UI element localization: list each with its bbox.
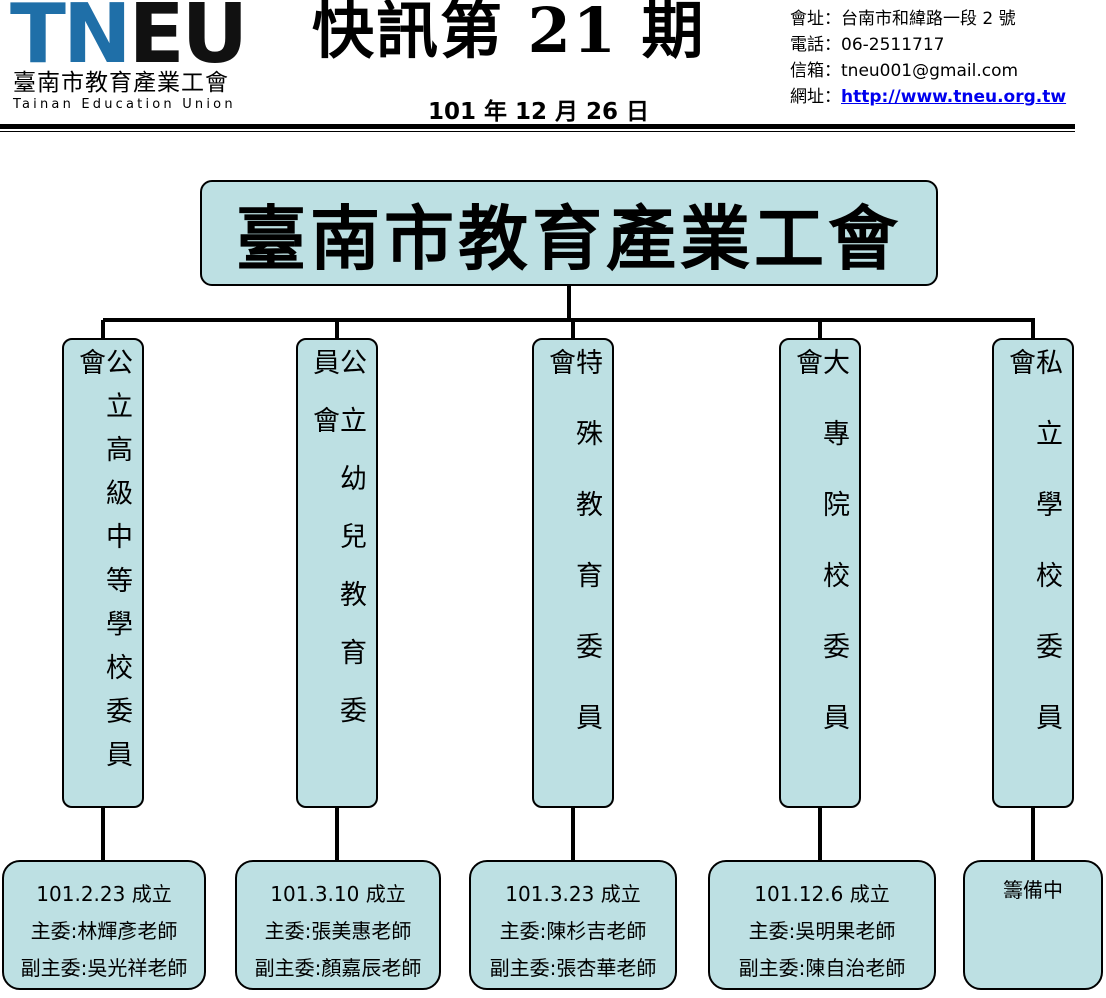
contact-web: 網址：http://www.tneu.org.tw <box>790 84 1066 110</box>
root-node-label: 臺南市教育產業工會 <box>236 196 902 280</box>
vice-chairperson: 副主委:張杏華老師 <box>489 956 657 980</box>
founding-status: 籌備中 <box>1003 878 1063 902</box>
chairperson: 主委:陳杉吉老師 <box>499 919 647 943</box>
tneu-logo: TNEU 臺南市教育產業工會 Tainan Education Union <box>10 0 295 112</box>
committee-name-5: 私立學校委員會 <box>1004 348 1062 774</box>
chairperson: 主委:張美惠老師 <box>264 919 412 943</box>
vice-chairperson: 副主委:陳自治老師 <box>738 956 906 980</box>
committee-name-3: 特殊教育委員會 <box>544 348 602 774</box>
committee-name-4: 大專院校委員會 <box>791 348 849 774</box>
contact-address: 會址：台南市和緯路一段 2 號 <box>790 9 1016 29</box>
committee-info-4: 101.12.6 成立 主委:吳明果老師 副主委:陳自治老師 <box>708 860 936 990</box>
header-rule-thick <box>0 124 1075 129</box>
committee-info-2: 101.3.10 成立 主委:張美惠老師 副主委:顏嘉辰老師 <box>235 860 441 990</box>
chairperson: 主委:林輝彥老師 <box>30 919 178 943</box>
committee-node-3: 特殊教育委員會 <box>532 338 614 808</box>
contact-email: 信箱：tneu001@gmail.com <box>790 61 1019 81</box>
contact-info: 會址：台南市和緯路一段 2 號 電話：06-2511717 信箱：tneu001… <box>790 6 1066 110</box>
contact-phone: 電話：06-2511717 <box>790 35 945 55</box>
chairperson: 主委:吳明果老師 <box>748 919 896 943</box>
committee-node-2: 公立幼兒教育委員會 <box>296 338 378 808</box>
vice-chairperson: 副主委:吳光祥老師 <box>20 956 188 980</box>
website-link[interactable]: http://www.tneu.org.tw <box>841 87 1067 107</box>
issue-date: 101 年 12 月 26 日 <box>428 99 650 125</box>
founding-date: 101.3.10 成立 <box>270 882 406 906</box>
founding-date: 101.2.23 成立 <box>36 882 172 906</box>
committee-info-1: 101.2.23 成立 主委:林輝彥老師 副主委:吳光祥老師 <box>2 860 206 990</box>
contact-web-label: 網址： <box>790 87 841 107</box>
header-rule-thin <box>0 131 1075 132</box>
committee-info-3: 101.3.23 成立 主委:陳杉吉老師 副主委:張杏華老師 <box>469 860 677 990</box>
root-node: 臺南市教育產業工會 <box>200 180 938 286</box>
founding-date: 101.3.23 成立 <box>505 882 641 906</box>
committee-name-2: 公立幼兒教育委員會 <box>308 348 366 754</box>
committee-node-5: 私立學校委員會 <box>992 338 1074 808</box>
committee-node-1: 公立高級中等學校委員會 <box>62 338 144 808</box>
founding-date: 101.12.6 成立 <box>754 882 890 906</box>
committee-node-4: 大專院校委員會 <box>779 338 861 808</box>
newsletter-title: 快訊第 21 期 <box>312 0 706 67</box>
committee-name-1: 公立高級中等學校委員會 <box>74 348 132 784</box>
logo-wordmark: TNEU <box>10 0 248 82</box>
logo-chinese-name: 臺南市教育產業工會 <box>13 70 229 96</box>
logo-english-name: Tainan Education Union <box>13 97 236 112</box>
committee-info-5: 籌備中 <box>963 860 1103 990</box>
vice-chairperson: 副主委:顏嘉辰老師 <box>254 956 422 980</box>
